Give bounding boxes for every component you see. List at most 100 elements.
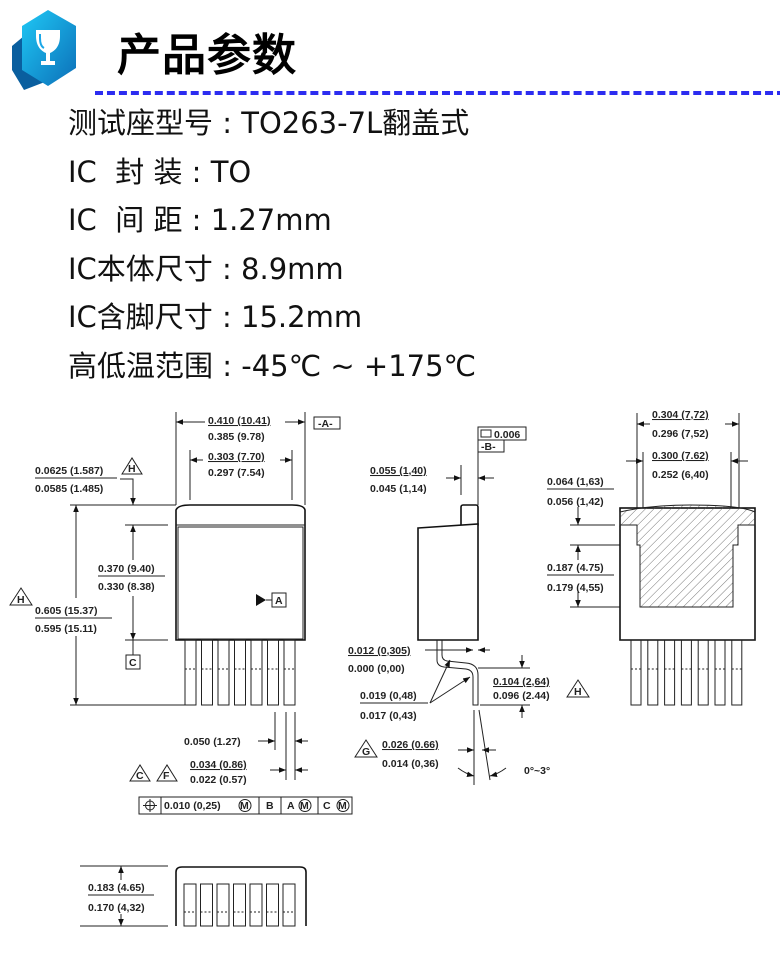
front-view: 0.410 (10.41) 0.385 (9.78) -A- 0.303 (7.… <box>9 412 353 815</box>
lead <box>283 639 296 706</box>
spec-sep: : <box>182 154 211 189</box>
dim-pitch: 0.050 (1.27) <box>184 736 241 748</box>
spec-row: IC含脚尺寸 : 15.2mm <box>68 294 476 343</box>
note-c-icon: C <box>136 770 144 782</box>
note-g-icon: G <box>362 746 370 758</box>
dim-inner-min: 0.297 (7.54) <box>208 467 265 479</box>
dim-leadw-min: 0.014 (0,36) <box>382 758 439 770</box>
spec-row: IC本体尺寸 : 8.9mm <box>68 246 476 295</box>
lead <box>714 639 726 706</box>
dim-pad-max: 0.187 (4.75) <box>547 562 604 574</box>
dim-endinner-min: 0.252 (6,40) <box>652 469 709 481</box>
lead <box>630 639 642 706</box>
datum-a-label: -A- <box>318 418 333 430</box>
spec-value: 8.9mm <box>241 251 344 286</box>
dim-tab-max: 0.0625 (1.587) <box>35 465 103 477</box>
datum-a-ref: A <box>275 595 283 607</box>
spec-sep: : <box>213 106 242 140</box>
lead <box>731 639 743 706</box>
fcf-datum-a: A <box>287 800 295 812</box>
dim-outer-min: 0.296 (7,52) <box>652 428 709 440</box>
lead <box>680 639 692 706</box>
spec-label: IC 封 装 <box>68 154 183 189</box>
flatness-value: 0.006 <box>494 429 520 441</box>
note-h-icon: H <box>574 686 582 698</box>
spec-sep: : <box>182 203 211 237</box>
dim-lead-min: 0.022 (0.57) <box>190 774 247 786</box>
dim-lead-max: 0.034 (0.86) <box>190 759 247 771</box>
spec-value: TO <box>210 154 252 189</box>
lead <box>647 639 659 706</box>
dim-tab-t-min: 0.045 (1,14) <box>370 483 427 495</box>
spec-label: 测试座型号 <box>68 106 214 140</box>
spec-row: 测试座型号 : TO263-7L翻盖式 <box>68 100 476 149</box>
dim-width-min: 0.385 (9.78) <box>208 431 265 443</box>
note-h-icon: H <box>128 463 136 475</box>
lead <box>267 639 279 706</box>
dim-tab-min: 0.0585 (1.485) <box>35 483 103 495</box>
dim-endinner-max: 0.300 (7.62) <box>652 450 709 462</box>
datum-c-label: C <box>129 657 137 669</box>
fcf-datum-c: C <box>323 800 331 812</box>
fcf-datum-b: B <box>266 800 274 812</box>
lead <box>234 639 246 706</box>
lead <box>200 883 213 927</box>
dim-cap-max: 0.064 (1,63) <box>547 476 604 488</box>
dim-standoff-max: 0.012 (0,305) <box>348 645 410 657</box>
lead <box>216 883 230 927</box>
lead <box>233 883 246 927</box>
dim-height-max: 0.183 (4.65) <box>88 882 145 894</box>
note-f-icon: F <box>163 770 170 782</box>
dim-leadw-max: 0.026 (0.66) <box>382 739 439 751</box>
spec-label: IC本体尺寸 <box>68 251 213 286</box>
lead <box>201 639 213 706</box>
dim-height-min: 0.170 (4,32) <box>88 902 145 914</box>
dim-total-min: 0.595 (15.11) <box>35 623 97 635</box>
spec-value: 1.27mm <box>210 203 332 237</box>
spec-list: 测试座型号 : TO263-7L翻盖式 IC 封 装 : TO IC 间 距 :… <box>68 100 476 391</box>
mmc-icon: M <box>338 800 347 812</box>
dim-total-max: 0.605 (15.37) <box>35 605 97 617</box>
trophy-badge-icon <box>12 10 76 90</box>
spec-sep: : <box>213 348 242 383</box>
spec-label: IC含脚尺寸 <box>68 300 213 334</box>
datum-b-label: -B- <box>481 441 496 453</box>
spec-value: 15.2mm <box>241 300 363 334</box>
bottom-view: 0.183 (4.65) 0.170 (4,32) <box>80 865 307 927</box>
dim-width-max: 0.410 (10.41) <box>208 415 270 427</box>
spec-sep: : <box>212 251 242 286</box>
dashed-divider <box>95 91 780 95</box>
spec-row: IC 间 距 : 1.27mm <box>68 197 476 246</box>
mmc-icon: M <box>240 800 249 812</box>
lead <box>697 639 709 706</box>
dim-standoff-min: 0.000 (0,00) <box>348 663 405 675</box>
lead <box>282 883 296 927</box>
dim-outer-max: 0.304 (7,72) <box>652 409 709 421</box>
angle-label: 0°~3° <box>524 765 550 777</box>
spec-value: -45℃ ~ +175℃ <box>241 348 477 383</box>
dim-inner-max: 0.303 (7.70) <box>208 451 265 463</box>
feature-control-frame: 0.010 (0,25) M B A M C M <box>138 796 353 815</box>
dim-body-min: 0.330 (8.38) <box>98 581 155 593</box>
note-h-icon: H <box>17 594 25 606</box>
spec-row: IC 封 装 : TO <box>68 149 476 198</box>
dim-leadt-max: 0.019 (0,48) <box>360 690 417 702</box>
lead <box>664 639 676 706</box>
spec-value: TO263-7L翻盖式 <box>241 106 470 140</box>
spec-sep: : <box>212 300 242 334</box>
dim-cap-min: 0.056 (1,42) <box>547 496 604 508</box>
lead <box>217 639 230 706</box>
mmc-icon: M <box>300 800 309 812</box>
lead <box>249 883 263 927</box>
side-view: 0.006 -B- 0.055 (1,40) 0.045 (1,14) 0.01… <box>348 426 590 785</box>
lead <box>266 883 279 927</box>
lead <box>183 883 197 927</box>
dim-body-max: 0.370 (9.40) <box>98 563 155 575</box>
front-leads <box>184 639 296 706</box>
dim-pad-min: 0.179 (4,55) <box>547 582 604 594</box>
dim-leadlen-max: 0.104 (2,64) <box>493 676 550 688</box>
spec-label: IC 间 距 <box>68 203 183 237</box>
dim-leadlen-min: 0.096 (2.44) <box>493 690 550 702</box>
lead <box>250 639 263 706</box>
